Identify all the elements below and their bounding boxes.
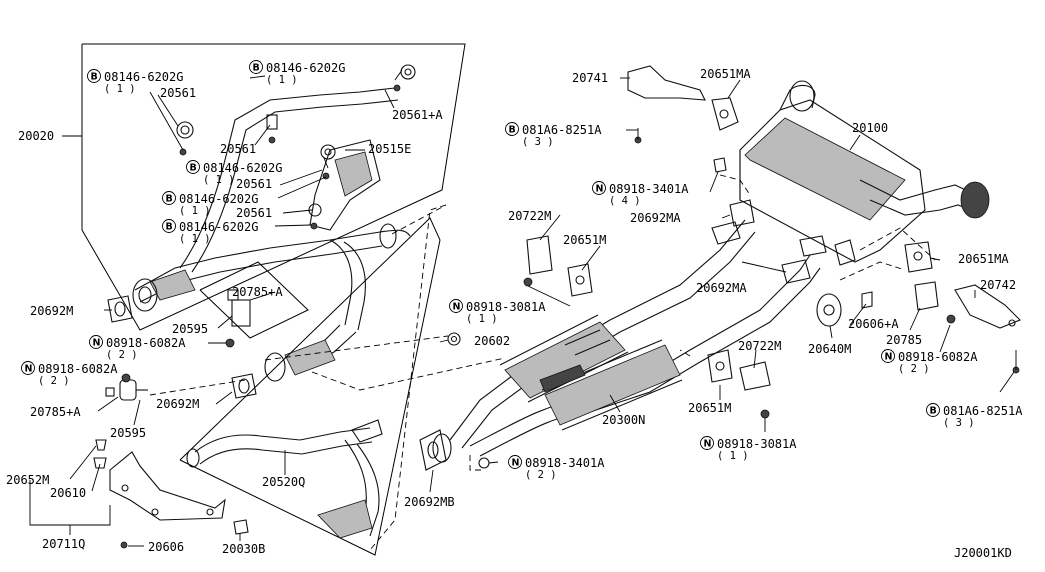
label-20692M-a: 20692M	[30, 304, 73, 318]
label-20030B: 20030B	[222, 542, 265, 556]
label-20561-a: 20561	[160, 86, 196, 100]
label-20785plusA-b: 20785+A	[30, 405, 81, 419]
label-08146-c: 08146-6202G	[203, 161, 282, 175]
label-20300N: 20300N	[602, 413, 645, 427]
label-20640M: 20640M	[808, 342, 851, 356]
svg-text:N: N	[596, 184, 604, 195]
label-08918-6082A-b: 08918-6082A	[38, 362, 118, 376]
svg-text:( 1 ): ( 1 )	[203, 174, 235, 186]
label-081A6-b: 081A6-8251A	[943, 404, 1023, 418]
label-20610: 20610	[50, 486, 86, 500]
label-20595-a: 20595	[172, 322, 208, 336]
sensor-bracket-box	[199, 261, 309, 348]
assembly-guide-lines	[149, 174, 936, 551]
label-20561-plusA: 20561+A	[392, 108, 443, 122]
svg-text:N: N	[25, 364, 33, 375]
svg-text:N: N	[93, 338, 101, 349]
bolts-nuts[interactable]	[478, 128, 1020, 469]
label-20692MA-a: 20692MA	[630, 211, 681, 225]
gaskets-left[interactable]	[107, 295, 257, 399]
svg-text:N: N	[512, 458, 520, 469]
label-20742: 20742	[980, 278, 1016, 292]
label-20651MA-a: 20651MA	[700, 67, 751, 81]
label-20785: 20785	[886, 333, 922, 347]
o2-sensor-left[interactable]	[105, 373, 148, 401]
center-exhaust-pipe[interactable]	[432, 219, 821, 463]
label-20651M-a: 20651M	[563, 233, 606, 247]
label-08918-6082A-c: 08918-6082A	[898, 350, 978, 364]
diagram-code: J20001KD	[954, 546, 1012, 560]
label-20606: 20606	[148, 540, 184, 554]
svg-text:( 1 ): ( 1 )	[466, 313, 498, 325]
label-08918-3081A-b: 08918-3081A	[717, 437, 797, 451]
label-20651M-b: 20651M	[688, 401, 731, 415]
nut-20602[interactable]	[447, 332, 461, 346]
label-20595-b: 20595	[110, 426, 146, 440]
svg-text:( 2 ): ( 2 )	[525, 469, 557, 481]
svg-text:N: N	[704, 439, 712, 450]
label-20692MB: 20692MB	[404, 495, 455, 509]
svg-text:B: B	[166, 222, 173, 233]
svg-text:( 4 ): ( 4 )	[609, 195, 641, 207]
label-20652M: 20652M	[6, 473, 49, 487]
label-20561-c: 20561	[236, 177, 272, 191]
label-20741: 20741	[572, 71, 608, 85]
front-exhaust-pipe-lower[interactable]	[179, 217, 441, 556]
label-20651MA-b: 20651MA	[958, 252, 1009, 266]
svg-text:( 1 ): ( 1 )	[179, 233, 211, 245]
heat-shield-bracket[interactable]	[93, 439, 249, 549]
label-08146-a: 08146-6202G	[104, 70, 183, 84]
label-08918-6082A-a: 08918-6082A	[106, 336, 186, 350]
label-08918-3081A-a: 08918-3081A	[466, 300, 546, 314]
label-20515E: 20515E	[368, 142, 411, 156]
gaskets-center[interactable]	[711, 199, 827, 284]
svg-text:B: B	[509, 125, 516, 136]
svg-text:B: B	[253, 63, 260, 74]
label-20561-d: 20561	[236, 206, 272, 220]
part-labels: 20020 B 08146-6202G ( 1 ) 20561 B 08146-…	[6, 60, 1023, 560]
label-20692MA-b: 20692MA	[696, 281, 747, 295]
svg-text:( 2 ): ( 2 )	[898, 363, 930, 375]
main-muffler[interactable]	[739, 80, 990, 266]
svg-text:N: N	[453, 302, 461, 313]
svg-text:( 3 ): ( 3 )	[943, 417, 975, 429]
label-20606plusA: 20606+A	[848, 317, 899, 331]
label-08918-3401A-a: 08918-3401A	[609, 182, 689, 196]
svg-text:( 3 ): ( 3 )	[522, 136, 554, 148]
label-20711Q: 20711Q	[42, 537, 85, 551]
label-20602: 20602	[474, 334, 510, 348]
label-20520Q: 20520Q	[262, 475, 305, 489]
rubber-mounts[interactable]	[567, 97, 939, 383]
svg-text:B: B	[930, 406, 937, 417]
brackets[interactable]	[526, 65, 1021, 391]
label-08918-3401A-b: 08918-3401A	[525, 456, 605, 470]
svg-text:( 2 ): ( 2 )	[106, 349, 138, 361]
leader-lines	[29, 69, 1015, 547]
label-20020: 20020	[18, 129, 54, 143]
front-exhaust-pipe-upper[interactable]	[132, 87, 411, 382]
label-20722M-a: 20722M	[508, 209, 551, 223]
svg-text:( 1 ): ( 1 )	[266, 74, 298, 86]
label-20100: 20100	[852, 121, 888, 135]
clamps-upper[interactable]	[176, 64, 416, 230]
svg-text:B: B	[166, 194, 173, 205]
svg-text:B: B	[190, 163, 197, 174]
label-20785plusA-a: 20785+A	[232, 285, 283, 299]
svg-text:N: N	[885, 352, 893, 363]
svg-text:( 2 ): ( 2 )	[38, 375, 70, 387]
flange-gasket-20692MB[interactable]	[419, 429, 447, 471]
label-08146-b: 08146-6202G	[266, 61, 345, 75]
label-20561-b: 20561	[220, 142, 256, 156]
svg-text:B: B	[91, 72, 98, 83]
label-081A6-a: 081A6-8251A	[522, 123, 602, 137]
label-08146-d: 08146-6202G	[179, 192, 258, 206]
label-20692M-b: 20692M	[156, 397, 199, 411]
label-08146-e: 08146-6202G	[179, 220, 258, 234]
svg-text:( 1 ): ( 1 )	[717, 450, 749, 462]
svg-text:( 1 ): ( 1 )	[179, 205, 211, 217]
label-20722M-b: 20722M	[738, 339, 781, 353]
svg-text:( 1 ): ( 1 )	[104, 83, 136, 95]
